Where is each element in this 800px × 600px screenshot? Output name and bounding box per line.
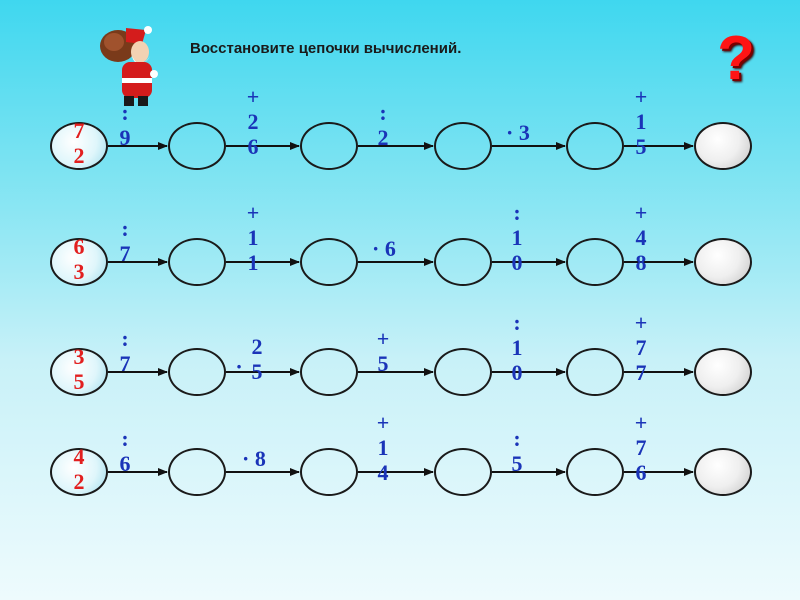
answer-circle[interactable] <box>566 122 624 170</box>
answer-circle[interactable] <box>566 238 624 286</box>
final-answer-circle[interactable] <box>694 448 752 496</box>
start-number-digit: 4 <box>73 444 85 469</box>
operation-digit: 7 <box>119 241 131 266</box>
answer-circle[interactable] <box>300 348 358 396</box>
operation-digit: 8 <box>635 250 647 275</box>
operation-digit: 5 <box>635 134 647 159</box>
operation-digit: 4 <box>635 225 647 250</box>
final-answer-circle[interactable] <box>694 238 752 286</box>
operation-digit: 2 <box>251 334 263 359</box>
answer-circle[interactable] <box>300 448 358 496</box>
operation-digit: 6 <box>635 460 647 485</box>
operation-symbol: + <box>634 84 648 109</box>
answer-circle[interactable] <box>566 348 624 396</box>
answer-circle[interactable] <box>434 448 492 496</box>
operation-digit: 9 <box>119 125 131 150</box>
operation-symbol: + <box>634 200 648 225</box>
santa-claus-character-icon <box>100 26 158 106</box>
operation-digit: 5 <box>377 351 389 376</box>
operation-symbol: + <box>376 410 390 435</box>
operation-digit: 6 <box>119 451 131 476</box>
operation-digit: 0 <box>511 360 523 385</box>
operation-symbol: : <box>121 426 129 451</box>
operation-symbol: + <box>246 84 260 109</box>
answer-circle[interactable] <box>566 448 624 496</box>
final-answer-circle[interactable] <box>694 348 752 396</box>
operation-symbol: + <box>634 410 648 435</box>
start-number-digit: 3 <box>73 344 85 369</box>
answer-circle[interactable] <box>300 122 358 170</box>
operation-digit: 4 <box>377 460 389 485</box>
question-mark-icon: ? <box>717 24 755 93</box>
operation-digit: 7 <box>119 351 131 376</box>
operation-digit: 1 <box>377 435 389 460</box>
start-number-digit: 2 <box>73 469 85 494</box>
operation-symbol: : <box>513 200 521 225</box>
operation-label: · 6 <box>372 236 396 261</box>
operation-label: · 3 <box>506 120 530 145</box>
operation-symbol: + <box>634 310 648 335</box>
start-number-circle <box>50 348 108 396</box>
start-number-circle <box>50 448 108 496</box>
operation-digit: 7 <box>635 435 647 460</box>
start-number-digit: 3 <box>73 259 85 284</box>
operation-symbol: : <box>121 100 129 125</box>
operation-symbol: : <box>379 100 387 125</box>
operation-digit: 1 <box>635 109 647 134</box>
answer-circle[interactable] <box>168 348 226 396</box>
page-title: Восстановите цепочки вычислений. <box>190 40 462 57</box>
start-number-digit: 5 <box>73 369 85 394</box>
answer-circle[interactable] <box>168 122 226 170</box>
answer-circle[interactable] <box>434 122 492 170</box>
operation-symbol: : <box>513 426 521 451</box>
operation-digit: 1 <box>247 225 259 250</box>
answer-circle[interactable] <box>168 238 226 286</box>
operation-symbol: : <box>121 326 129 351</box>
operation-digit: 0 <box>511 250 523 275</box>
operation-digit: 1 <box>511 335 523 360</box>
operation-symbol: · <box>235 354 243 379</box>
operation-digit: 6 <box>247 134 259 159</box>
start-number-circle <box>50 122 108 170</box>
operation-label: · 8 <box>242 446 266 471</box>
operation-digit: 5 <box>511 451 523 476</box>
start-number-circle <box>50 238 108 286</box>
operation-digit: 1 <box>511 225 523 250</box>
operation-symbol: : <box>121 216 129 241</box>
operation-symbol: + <box>376 326 390 351</box>
answer-circle[interactable] <box>300 238 358 286</box>
start-number-digit: 2 <box>73 143 85 168</box>
operation-digit: 1 <box>247 250 259 275</box>
start-number-digit: 7 <box>73 118 85 143</box>
start-number-digit: 6 <box>73 234 85 259</box>
answer-circle[interactable] <box>434 348 492 396</box>
answer-circle[interactable] <box>434 238 492 286</box>
operation-symbol: : <box>513 310 521 335</box>
operation-digit: 7 <box>635 335 647 360</box>
operation-symbol: + <box>246 200 260 225</box>
operation-digit: 7 <box>635 360 647 385</box>
answer-circle[interactable] <box>168 448 226 496</box>
operation-digit: 5 <box>251 359 263 384</box>
operation-digit: 2 <box>377 125 389 150</box>
final-answer-circle[interactable] <box>694 122 752 170</box>
operation-digit: 2 <box>247 109 259 134</box>
